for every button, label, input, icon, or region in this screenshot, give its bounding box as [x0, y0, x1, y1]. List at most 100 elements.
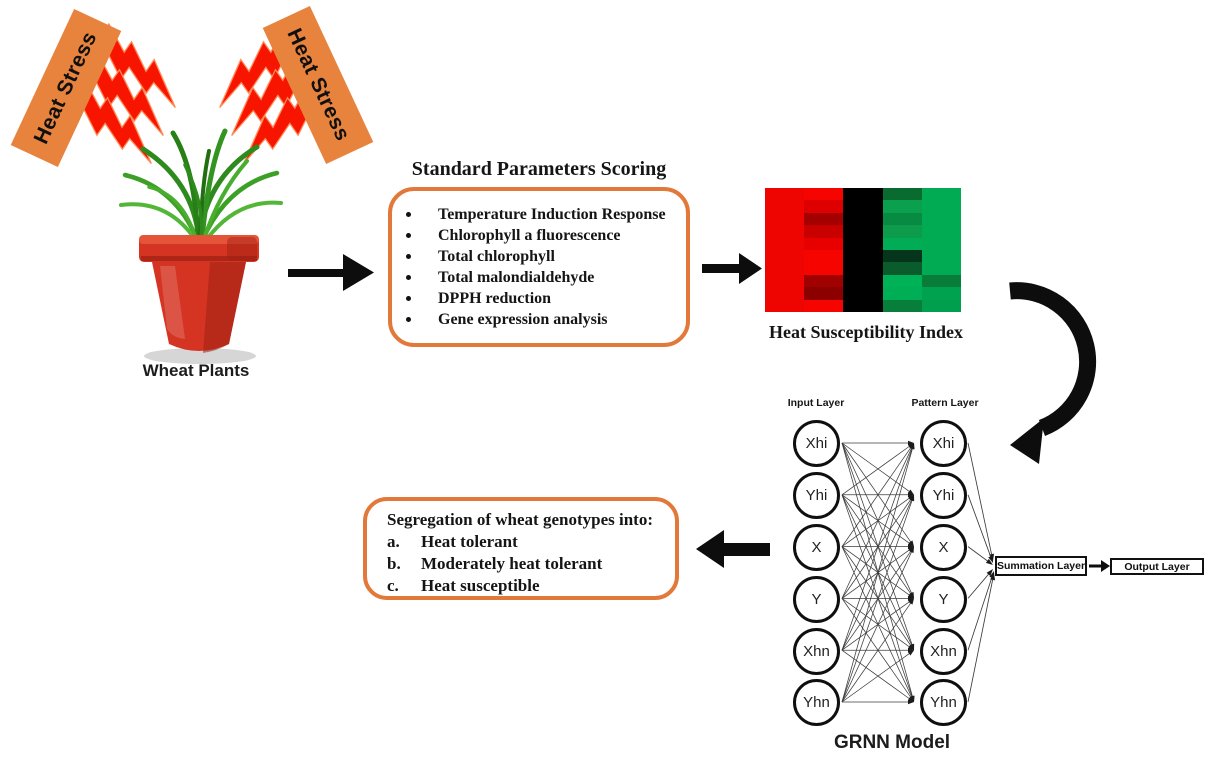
input-layer-label: Input Layer: [787, 397, 845, 409]
item-key: b.: [387, 554, 401, 573]
node-label: Y: [938, 591, 949, 608]
list-item: a. Heat tolerant: [387, 532, 675, 554]
heatmap-cell: [765, 225, 805, 238]
heatmap-cell: [882, 225, 922, 238]
list-item-label: Gene expression analysis: [438, 310, 608, 328]
flow-arrow-left-icon: [696, 530, 770, 568]
heatmap-cell: [921, 249, 961, 263]
heatmap-cell: [882, 249, 922, 263]
heatmap-cell: [882, 212, 922, 226]
node-label: Yhn: [930, 694, 957, 711]
node-label: Xhn: [930, 643, 957, 660]
list-item: Total malondialdehyde: [406, 267, 686, 288]
heatmap-cell: [765, 237, 805, 250]
heatmap-cell: [804, 200, 844, 213]
heatmap-cell: [765, 274, 805, 288]
heatmap-cell: [921, 225, 961, 238]
heatmap-cell: [804, 225, 844, 238]
heatmap-cell: [765, 212, 805, 226]
node-label: X: [811, 539, 822, 556]
node-label: Xhi: [932, 435, 955, 452]
grnn-pattern-node: Xhi: [920, 420, 967, 467]
item-label: Moderately heat tolerant: [421, 554, 603, 573]
heatmap-cell: [843, 274, 883, 288]
heatmap-cell: [882, 287, 922, 300]
heatmap-cell: [843, 225, 883, 238]
node-label: Yhi: [932, 487, 955, 504]
list-item-label: Total chlorophyll: [438, 247, 555, 265]
grnn-input-node: X: [793, 524, 840, 571]
grnn-input-node: Y: [793, 576, 840, 623]
heatmap-cell: [921, 188, 961, 201]
flower-pot: [139, 235, 259, 364]
bullet-icon: [406, 296, 411, 301]
list-item-label: Total malondialdehyde: [438, 268, 595, 286]
grnn-pattern-node: Yhi: [920, 472, 967, 519]
heatmap-cell: [843, 299, 883, 312]
params-box: Temperature Induction Response Chlorophy…: [388, 187, 690, 347]
heatmap-cell: [843, 287, 883, 300]
heatmap-cell: [921, 200, 961, 213]
item-label: Heat tolerant: [421, 532, 518, 551]
heatmap-cell: [882, 262, 922, 275]
grnn-input-node: Xhi: [793, 420, 840, 467]
grnn-input-node: Yhi: [793, 472, 840, 519]
heatmap-cell: [804, 249, 844, 263]
hsi-heatmap: [765, 188, 961, 312]
heatmap-cell: [882, 274, 922, 288]
heatmap-cell: [921, 262, 961, 275]
bullet-icon: [406, 233, 411, 238]
segregation-title: Segregation of wheat genotypes into:: [387, 510, 653, 529]
heatmap-cell: [804, 287, 844, 300]
heatmap-cell: [843, 200, 883, 213]
heatmap-cell: [843, 249, 883, 263]
heatmap-cell: [882, 200, 922, 213]
summation-layer-box: Summation Layer: [995, 556, 1087, 576]
list-item: c. Heat susceptible: [387, 576, 675, 598]
heatmap-cell: [765, 188, 805, 201]
grass-leaves: [119, 128, 283, 242]
heatmap-cell: [843, 212, 883, 226]
heatmap-cell: [804, 237, 844, 250]
item-key: c.: [387, 576, 399, 595]
heatmap-cell: [882, 188, 922, 201]
bullet-icon: [406, 212, 411, 217]
node-label: X: [938, 539, 949, 556]
heatmap-cell: [843, 237, 883, 250]
wheat-plant-icon: [119, 128, 283, 364]
node-label: Yhn: [803, 694, 830, 711]
wheat-plants-caption: Wheat Plants: [142, 361, 250, 380]
heatmap-cell: [921, 287, 961, 300]
segregation-box: Segregation of wheat genotypes into: a. …: [363, 497, 679, 600]
params-list: Temperature Induction Response Chlorophy…: [392, 191, 686, 330]
node-label: Y: [811, 591, 822, 608]
node-label: Xhi: [805, 435, 828, 452]
heatmap-cell: [765, 200, 805, 213]
heatmap-cell: [804, 212, 844, 226]
item-label: Heat susceptible: [421, 576, 540, 595]
heatmap-cell: [843, 188, 883, 201]
grnn-caption: GRNN Model: [833, 732, 951, 753]
heatmap-cell: [921, 274, 961, 288]
list-item: b. Moderately heat tolerant: [387, 554, 675, 576]
heatmap-cell: [804, 274, 844, 288]
grnn-connections: [841, 440, 996, 705]
node-label: Xhn: [803, 643, 830, 660]
bullet-icon: [406, 254, 411, 259]
heatmap-cell: [921, 299, 961, 312]
grnn-pattern-node: Yhn: [920, 679, 967, 726]
flow-arrow-right-icon: [702, 253, 762, 284]
bullet-icon: [406, 275, 411, 280]
list-item-label: DPPH reduction: [438, 289, 552, 307]
heatmap-cell: [882, 237, 922, 250]
heatmap-cell: [765, 299, 805, 312]
heatmap-cell: [804, 188, 844, 201]
heatmap-cell: [843, 262, 883, 275]
grnn-input-node: Xhn: [793, 628, 840, 675]
list-item: Total chlorophyll: [406, 246, 686, 267]
flow-arrow-right-icon: [288, 254, 374, 291]
heatmap-cell: [765, 249, 805, 263]
heatmap-cell: [804, 262, 844, 275]
heatmap-cell: [765, 287, 805, 300]
